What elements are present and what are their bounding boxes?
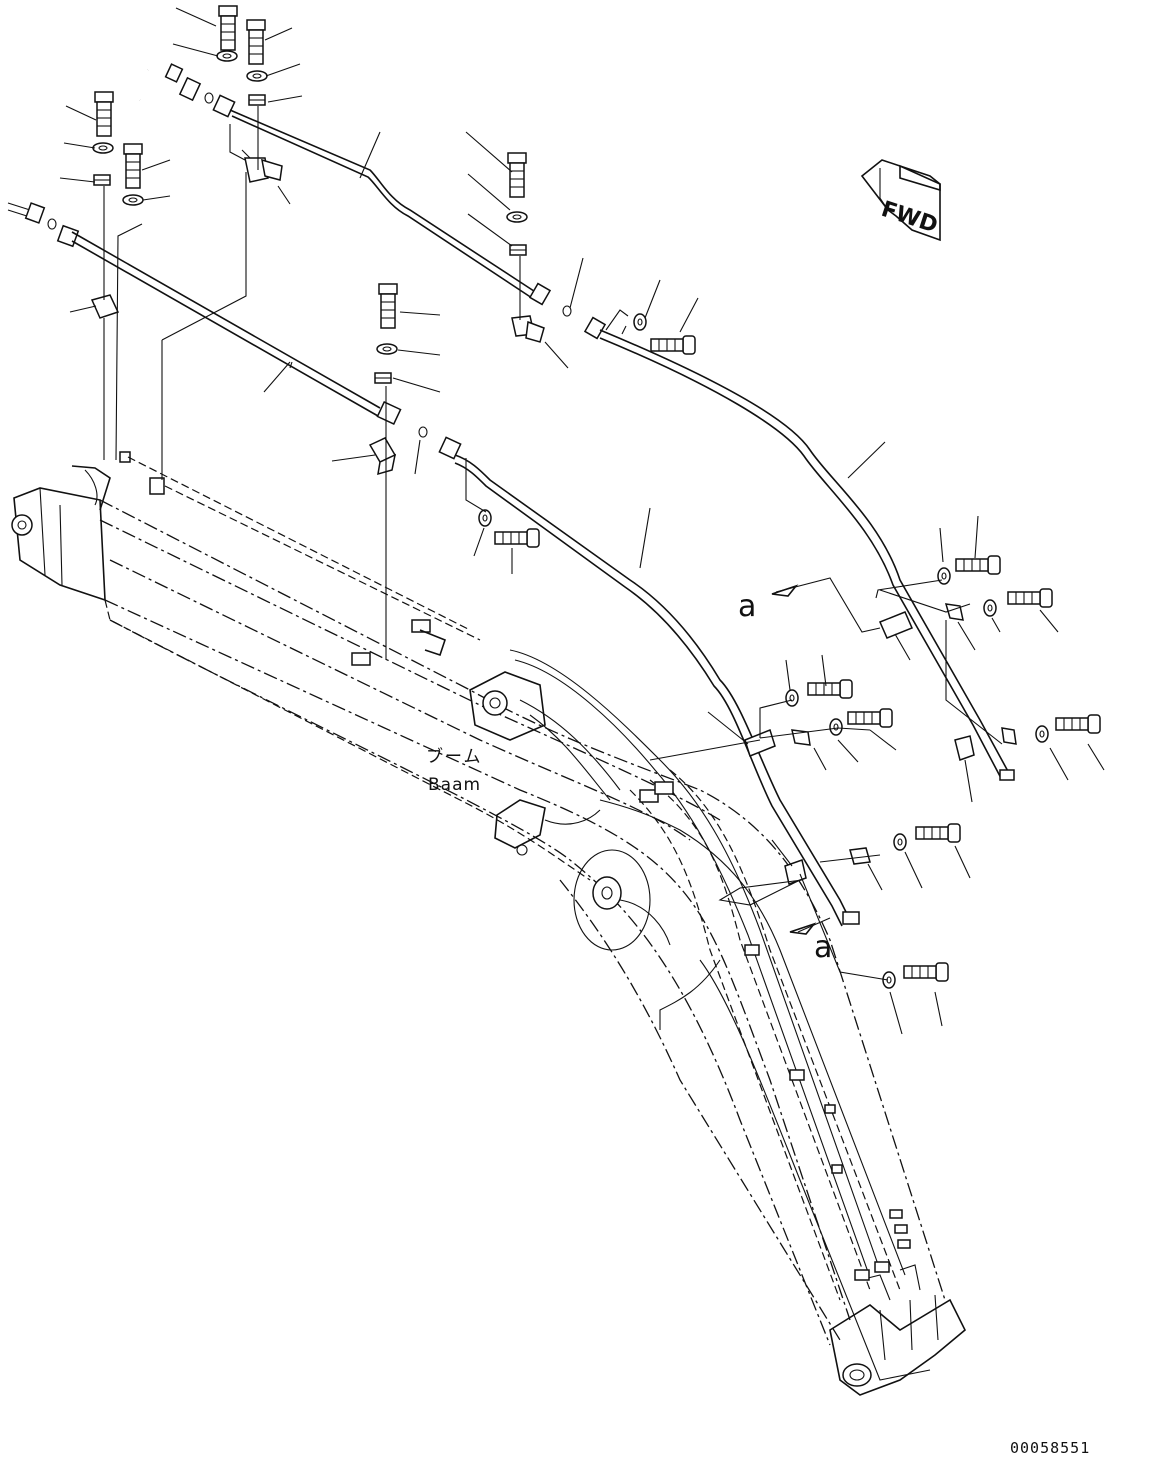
section-a-label-2: a [814,930,832,965]
section-arrow [771,584,817,935]
fastener-set [90,5,1101,989]
leader-lines [59,7,1105,1035]
boom-body [11,451,966,1396]
fwd-direction-badge: FWD [860,159,941,242]
drawing-reference-number: 00058551 [1010,1439,1090,1457]
boom-label-en: Baam [428,775,481,795]
hydraulic-pipe-upper [130,63,1015,781]
fwd-text: FWD [878,197,940,239]
boom-clamp [351,619,911,1281]
section-a-label: a [738,589,756,624]
boom-label-jp: ブーム [426,746,483,767]
hydraulic-pipe-lower [7,202,860,927]
